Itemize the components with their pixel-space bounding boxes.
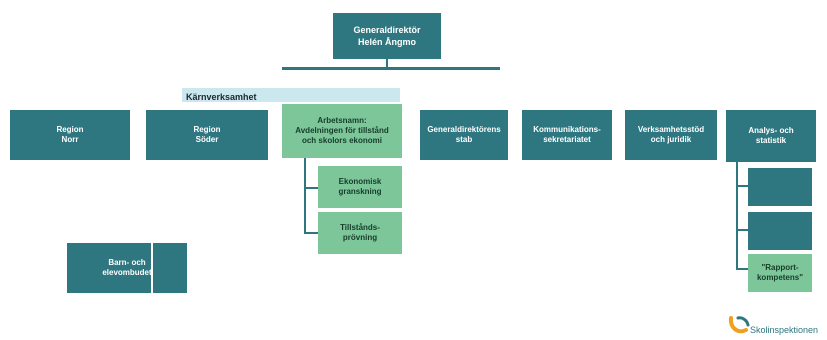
region-norr-box: Region Norr: [10, 110, 130, 160]
tillstands-branch-horizontal: [304, 232, 318, 234]
generaldirektor-box: Generaldirektör Helén Ångmo: [333, 13, 441, 59]
analys-sub-box-2: [748, 212, 812, 250]
skolinspektionen-logo-icon: [728, 316, 750, 334]
generaldirektorens-stab-box: Generaldirektörens stab: [420, 110, 508, 160]
kommunikationssekretariatet-box: Kommunikations- sekretariatet: [522, 110, 612, 160]
rapport-branch: [736, 268, 748, 270]
arbetsnamn-branch-vertical: [304, 158, 306, 234]
karnverksamhet-band: [182, 88, 400, 102]
skolinspektionen-logo-text: Skolinspektionen: [750, 325, 819, 335]
analys-sub2-branch: [736, 229, 748, 231]
top-horizontal-rule: [282, 67, 500, 70]
region-soder-box: Region Söder: [146, 110, 268, 160]
verksamhetsstod-box: Verksamhetsstöd och juridik: [625, 110, 717, 160]
analys-branch-vertical: [736, 162, 738, 270]
barn-box-divider: [151, 243, 153, 293]
analys-sub1-branch: [736, 185, 748, 187]
director-connector: [386, 59, 388, 68]
tillstandsprovning-box: Tillstånds- prövning: [318, 212, 402, 254]
barn-elevombudet-box: Barn- och elevombudet: [67, 243, 187, 293]
arbetsnamn-box: Arbetsnamn: Avdelningen för tillstånd oc…: [282, 104, 402, 158]
analys-sub-box-1: [748, 168, 812, 206]
ekonomisk-branch-horizontal: [304, 187, 318, 189]
analys-statistik-box: Analys- och statistik: [726, 110, 816, 162]
karnverksamhet-label: Kärnverksamhet: [186, 92, 257, 102]
ekonomisk-granskning-box: Ekonomisk granskning: [318, 166, 402, 208]
rapportkompetens-box: "Rapport- kompetens": [748, 254, 812, 292]
